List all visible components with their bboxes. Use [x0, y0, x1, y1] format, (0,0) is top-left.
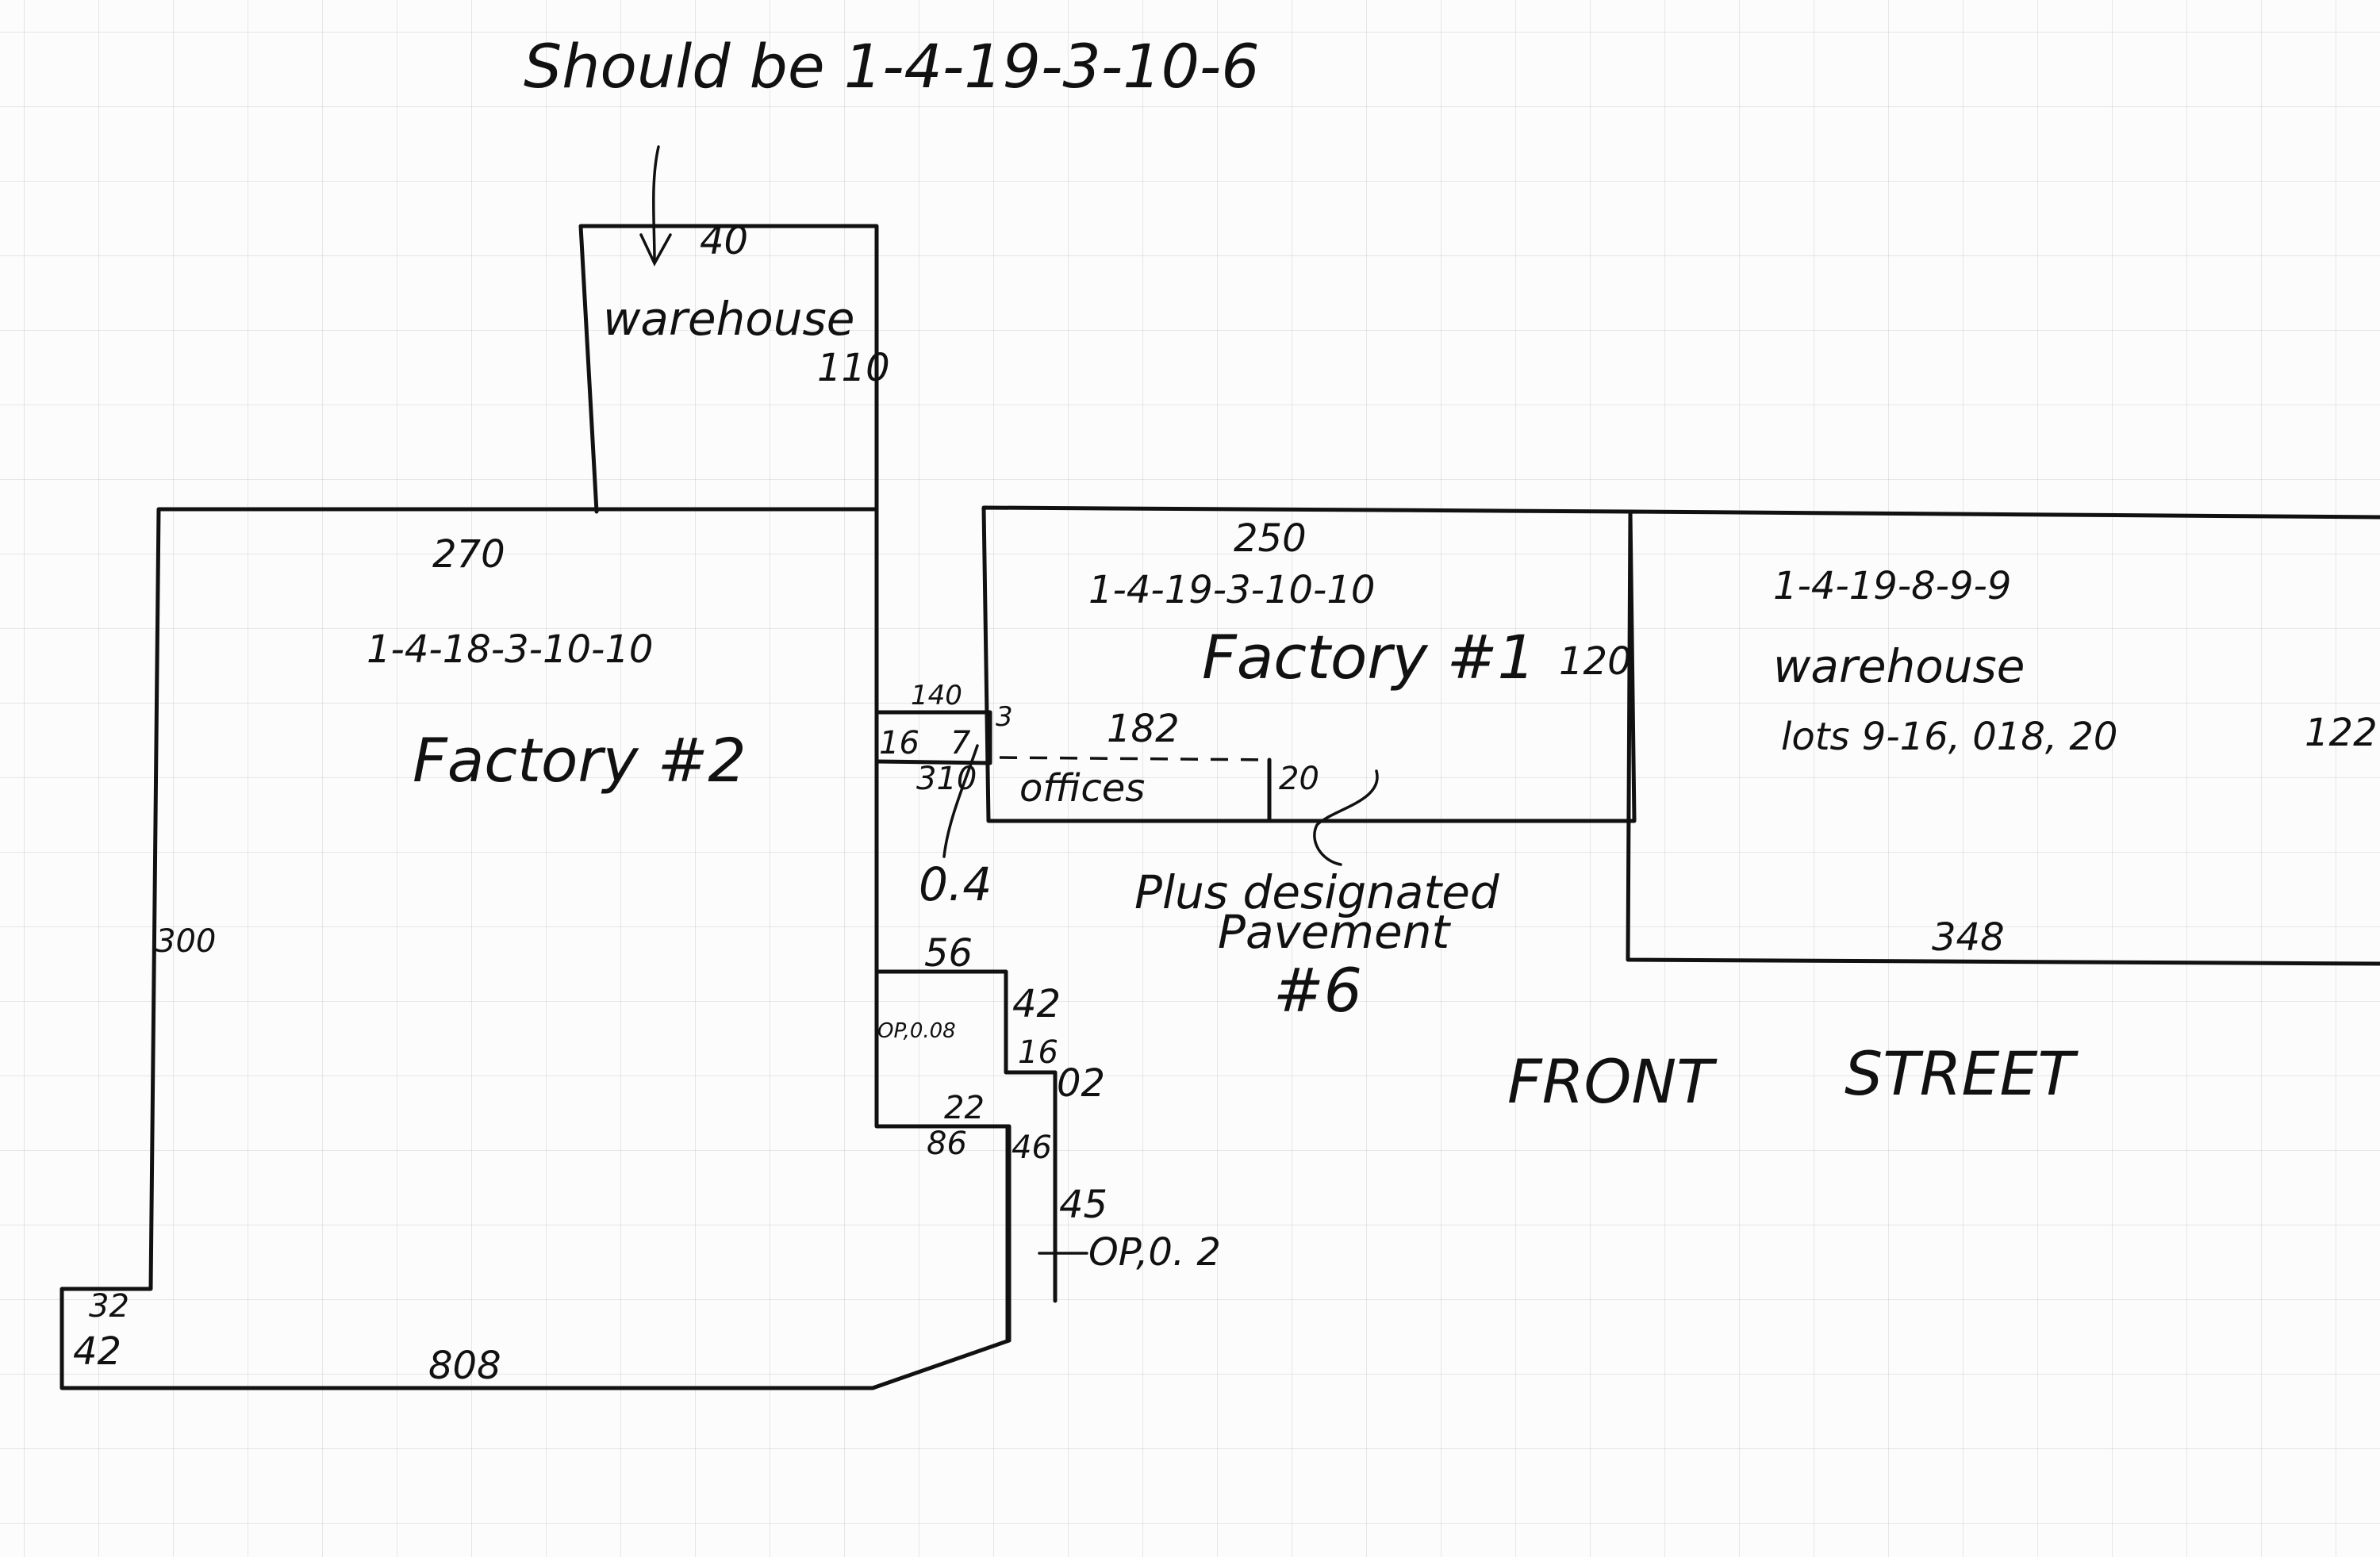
lower-block-dim-16: 16 — [1018, 1034, 1058, 1071]
warehouse-top-dim-height: 110 — [817, 346, 890, 390]
factory1-parcel-id: 1-4-19-3-10-10 — [1088, 568, 1375, 612]
factory2-outline — [60, 507, 1012, 1390]
paved-note-line1: Plus designated — [1134, 865, 1500, 919]
factory1-name: Factory #1 — [1202, 622, 1536, 692]
offices-dashed-line — [999, 756, 1270, 761]
op-label: OP,0. 2 — [1088, 1230, 1221, 1275]
pavement-leader-line — [1313, 769, 1379, 866]
connector-dim-bottom: 310 — [916, 761, 977, 797]
factory2-dim-top: 270 — [432, 532, 505, 577]
connector-dim-left: 16 — [879, 725, 919, 761]
warehouse-top-outline — [578, 224, 879, 514]
lower-block-dim-right: 42 — [1012, 982, 1061, 1026]
warehouse-right-parcel-id: 1-4-19-8-9-9 — [1773, 564, 2011, 608]
warehouse-right-dim-right: 122 — [2305, 711, 2378, 755]
warehouse-right-outline — [1626, 509, 2380, 966]
factory2-name: Factory #2 — [413, 725, 747, 796]
lower-block-dim-02: 02 — [1057, 1061, 1105, 1106]
connector-dim-mid: 7 — [950, 725, 971, 761]
warehouse-right-dim-bottom: 348 — [1932, 915, 2005, 960]
connector-dim-small: 3 — [996, 701, 1013, 733]
note-text: Should be 1-4-19-3-10-6 — [524, 31, 1260, 102]
street-word1: FRONT — [1507, 1046, 1718, 1117]
corner-dim-42: 42 — [73, 1329, 121, 1374]
factory1-dim-top: 250 — [1234, 516, 1307, 561]
area-leader-line — [942, 744, 979, 858]
lower-block-dim-top: 56 — [924, 931, 973, 976]
factory2-dim-left: 300 — [155, 923, 216, 960]
lower-block-outline — [874, 969, 1058, 1343]
corner-dim-32: 32 — [89, 1288, 129, 1325]
note-arrow — [652, 145, 660, 263]
note-arrowhead — [639, 233, 672, 267]
factory1-dim-right: 120 — [1559, 639, 1632, 684]
warehouse-top-dim-width: 40 — [700, 219, 748, 263]
paved-note-line2: Pavement — [1218, 905, 1451, 959]
lower-block-dim-45: 45 — [1059, 1183, 1107, 1227]
warehouse-right-name: warehouse — [1773, 639, 2025, 693]
offices-dim-top: 182 — [1107, 707, 1180, 751]
lower-block-dim-86: 86 — [927, 1126, 967, 1162]
warehouse-top-name: warehouse — [603, 292, 854, 346]
area-04-label: 0.4 — [919, 857, 992, 911]
offices-dim-right: 20 — [1279, 761, 1319, 797]
connector-dim-top: 140 — [911, 680, 962, 711]
factory1-outline — [981, 505, 1637, 823]
paved-note-line3: #6 — [1273, 955, 1362, 1026]
offices-name: offices — [1019, 766, 1145, 811]
lower-block-dim-46: 46 — [1012, 1129, 1052, 1166]
factory2-parcel-id: 1-4-18-3-10-10 — [367, 627, 653, 672]
warehouse-right-lots: lots 9-16, 018, 20 — [1781, 715, 2117, 759]
street-word2: STREET — [1844, 1038, 2079, 1109]
lower-block-label: OP,0.08 — [877, 1019, 956, 1043]
lower-block-dim-22: 22 — [944, 1090, 985, 1126]
factory2-dim-bottom: 808 — [428, 1344, 501, 1388]
